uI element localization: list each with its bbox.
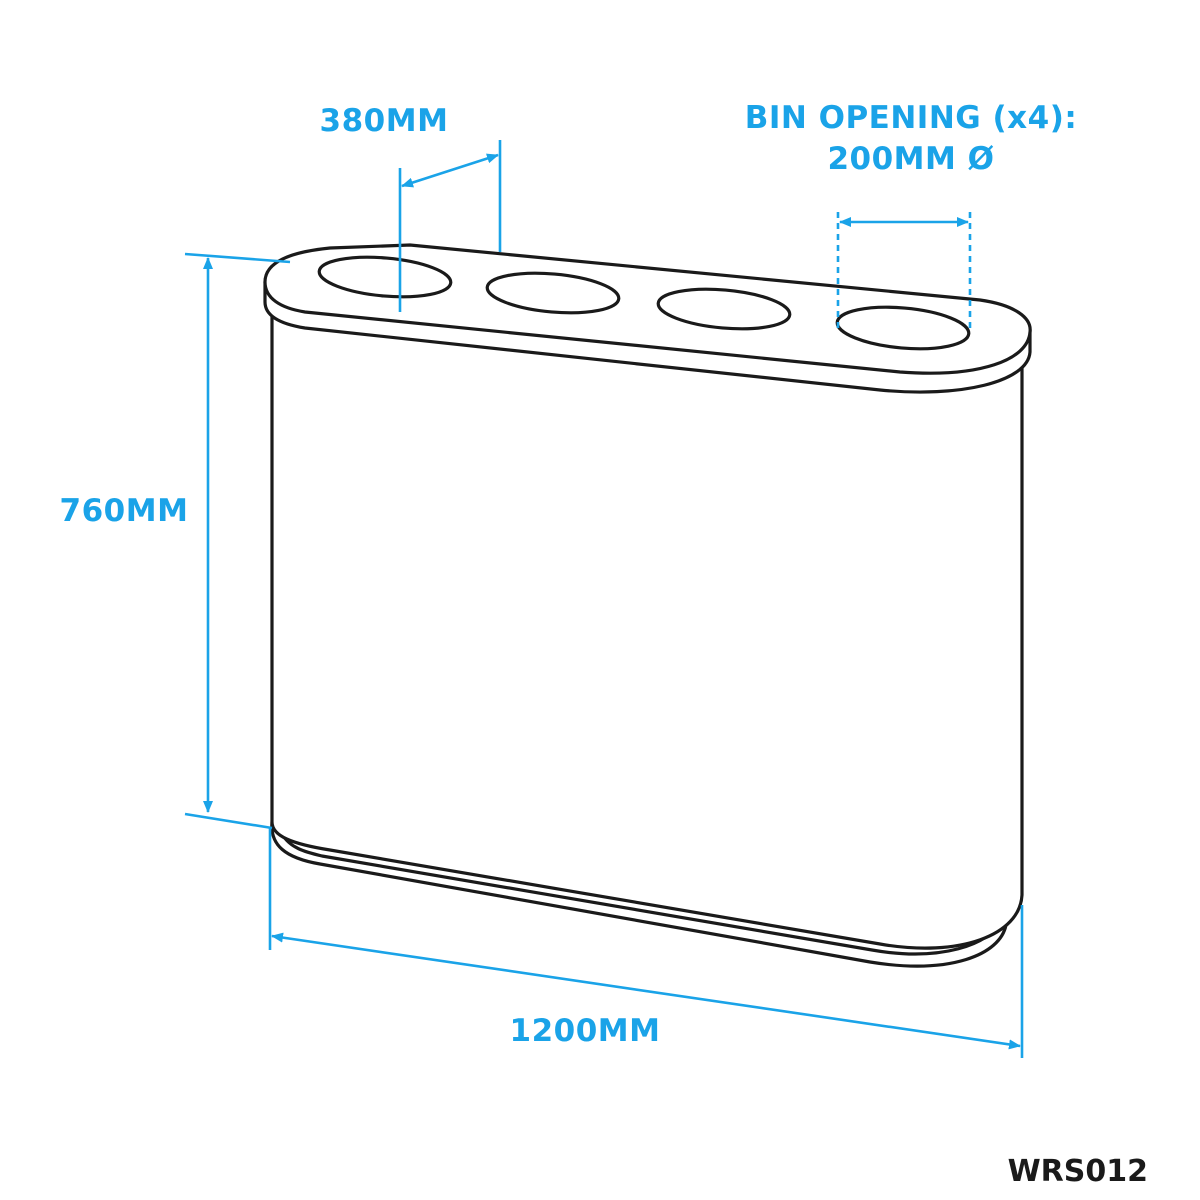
depth-label: 380MM — [320, 103, 449, 139]
height-extension-bottom — [184, 812, 273, 830]
bin-body — [270, 310, 1024, 950]
bin-opening-1 — [317, 255, 453, 299]
depth-arrow-line — [401, 153, 499, 188]
height-extension-top — [184, 252, 291, 264]
bin-lid-top — [263, 243, 1032, 375]
width-label: 1200MM — [510, 1013, 661, 1049]
bin-illustration — [263, 243, 1032, 968]
opening-dimension: BIN OPENING (x4): 200MM Ø — [745, 100, 1078, 328]
height-dimension: 760MM — [60, 252, 291, 830]
bin-opening-2 — [485, 271, 621, 315]
opening-title: BIN OPENING (x4): — [745, 100, 1078, 136]
depth-dimension: 380MM — [320, 103, 502, 312]
width-dimension: 1200MM — [268, 828, 1024, 1058]
bin-opening-3 — [656, 287, 792, 331]
width-arrow-line — [271, 932, 1021, 1050]
height-label: 760MM — [60, 493, 189, 529]
product-code: WRS012 — [1008, 1154, 1148, 1189]
opening-value: 200MM Ø — [827, 141, 994, 177]
